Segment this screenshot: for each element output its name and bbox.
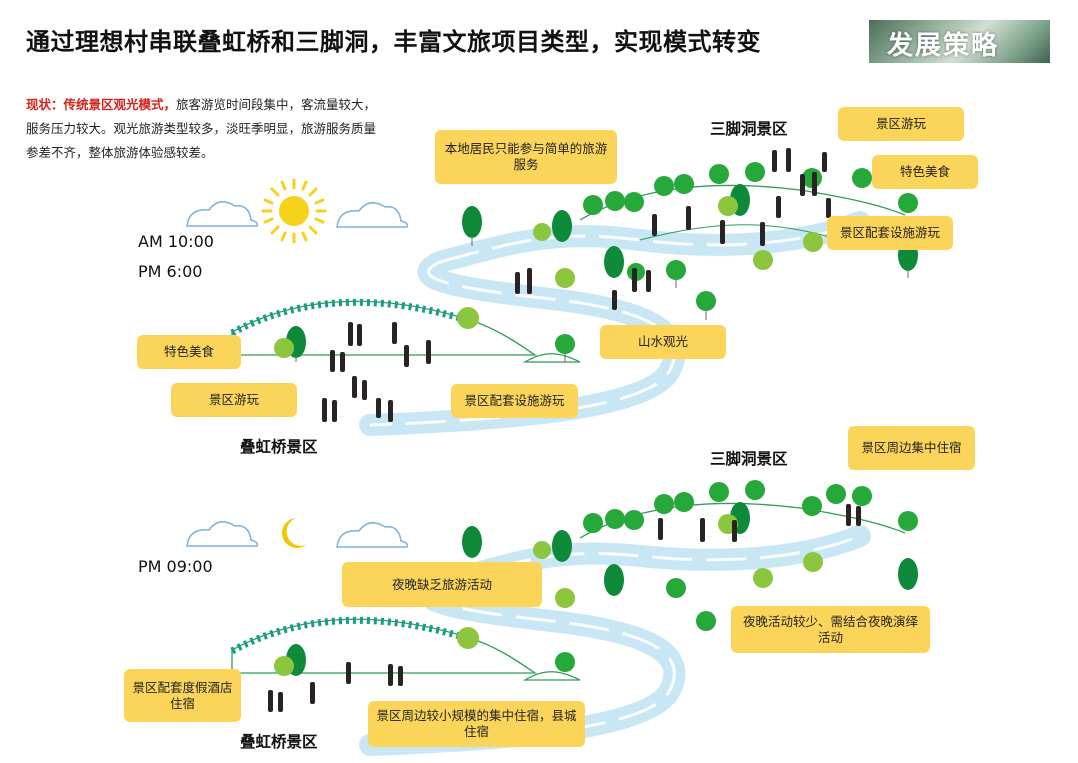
label-resort-hotel: 景区配套度假酒店住宿	[124, 669, 241, 722]
brand-label: 发展策略	[887, 31, 1000, 61]
visitors-day	[322, 148, 831, 422]
intro-body: 旅客游览时间段集中，客流量较大，服务压力较大。观光旅游类型较多，淡旺季明显，旅游…	[26, 97, 377, 160]
zone-label-bridge-day: 叠虹桥景区	[240, 438, 318, 456]
cloud-icon	[336, 522, 409, 548]
label-facility-cave: 景区配套设施游玩	[827, 216, 953, 250]
intro-highlight: 现状：传统景区观光模式，	[26, 97, 177, 112]
brand-banner: 发展策略	[869, 20, 1050, 63]
cloud-icon	[186, 201, 259, 227]
label-food-bridge: 特色美食	[137, 335, 241, 369]
zone-label-cave-night: 三脚洞景区	[710, 450, 788, 468]
label-scenic-tour-cave: 景区游玩	[838, 107, 964, 141]
trees-day	[274, 162, 918, 362]
page-title: 通过理想村串联叠虹桥和三脚洞，丰富文旅项目类型，实现模式转变	[26, 28, 761, 56]
label-scenic-tour-bridge: 景区游玩	[171, 383, 297, 417]
cloud-icon	[186, 521, 259, 547]
label-local-service: 本地居民只能参与简单的旅游服务	[435, 130, 617, 184]
label-no-activity: 夜晚缺乏旅游活动	[342, 562, 542, 607]
time-am: AM 10:00	[138, 232, 214, 251]
label-small-stay: 景区周边较小规模的集中住宿，县城住宿	[368, 701, 585, 747]
label-food-cave: 特色美食	[872, 155, 978, 189]
time-pm: PM 6:00	[138, 262, 203, 281]
label-landscape: 山水观光	[600, 325, 726, 359]
sun-icon	[261, 178, 327, 244]
zone-label-cave-day: 三脚洞景区	[710, 120, 788, 138]
label-few-activity: 夜晚活动较少、需结合夜晚演绎活动	[731, 606, 930, 653]
visitors-night	[268, 504, 861, 712]
zone-label-bridge-night: 叠虹桥景区	[240, 733, 318, 751]
time-night: PM 09:00	[138, 557, 213, 576]
label-stay-nearby: 景区周边集中住宿	[848, 426, 975, 470]
label-facility-bridge: 景区配套设施游玩	[451, 384, 578, 418]
intro-text: 现状：传统景区观光模式，旅客游览时间段集中，客流量较大，服务压力较大。观光旅游类…	[26, 93, 382, 165]
moon-icon	[282, 518, 306, 548]
trees-night	[274, 480, 918, 676]
cloud-icon	[336, 202, 409, 228]
